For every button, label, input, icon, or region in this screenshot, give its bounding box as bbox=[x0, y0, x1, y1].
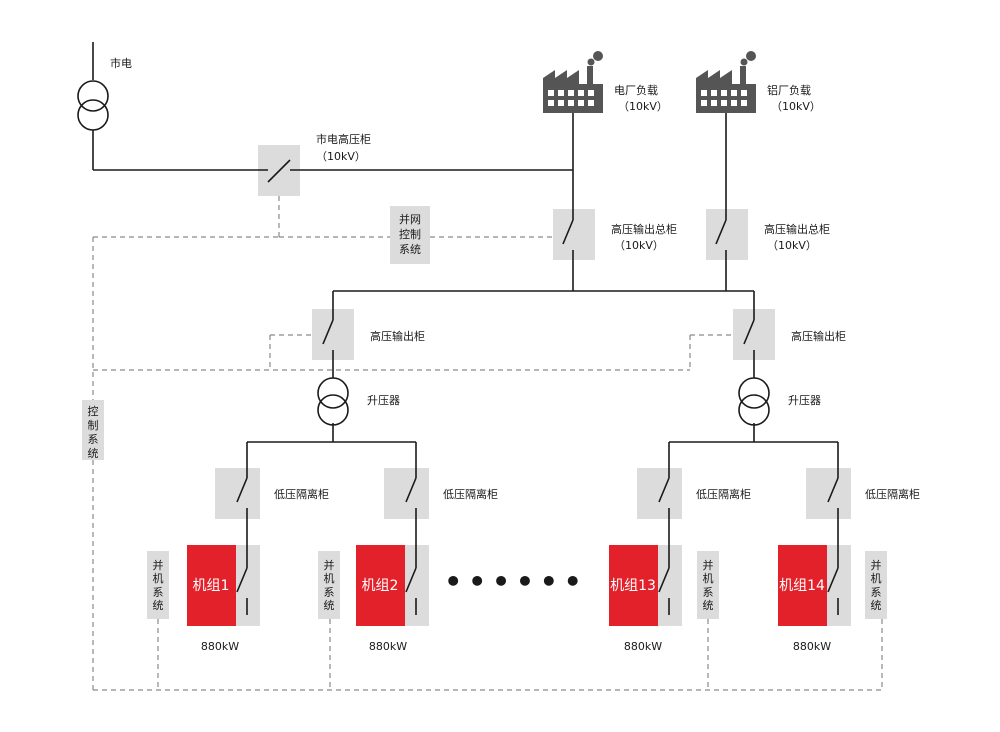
lv-isolation-14-label: 低压隔离柜 bbox=[865, 487, 920, 501]
hv-main-output-right-kv: （10kV） bbox=[767, 239, 817, 252]
sync-char: 统 bbox=[871, 599, 882, 612]
sync-system-box bbox=[318, 551, 340, 619]
control-system-char-4: 统 bbox=[88, 447, 99, 460]
sync-char: 统 bbox=[153, 599, 164, 612]
grid-hv-cabinet-kv: （10kV） bbox=[316, 150, 366, 163]
switch-icon bbox=[827, 567, 839, 593]
sync-char: 并 bbox=[703, 558, 714, 572]
grid-sync-control-box: 并网 控制 系统 bbox=[390, 206, 430, 264]
transformer-icon bbox=[738, 377, 770, 426]
sync-char: 并 bbox=[153, 558, 164, 572]
generator-unit-2: 并 机 系 统 机组2 880kW bbox=[318, 545, 407, 653]
control-dashed-lines bbox=[92, 196, 883, 691]
labels: 市电 市电高压柜 （10kV） 电厂负载 （10kV） 铝厂负载 （10kV） … bbox=[110, 56, 920, 501]
switch-icon bbox=[236, 567, 248, 593]
hv-main-output-right-label: 高压输出总柜 bbox=[764, 222, 830, 236]
unit-name: 机组13 bbox=[610, 578, 656, 594]
sync-char: 系 bbox=[324, 586, 335, 599]
switch-icon bbox=[658, 567, 670, 593]
lv-isolation-2-label: 低压隔离柜 bbox=[443, 487, 498, 501]
switch-icon bbox=[658, 477, 670, 503]
aluminum-plant-kv: （10kV） bbox=[771, 100, 821, 113]
switch-icon bbox=[405, 477, 417, 503]
ellipsis-dots: •••••• bbox=[444, 565, 587, 598]
power-plant-load-label: 电厂负载 bbox=[614, 83, 658, 97]
control-system-char-3: 系 bbox=[88, 433, 99, 446]
sync-char: 机 bbox=[153, 571, 164, 585]
generator-unit-14: 机组14 并 机 系 统 880kW bbox=[778, 545, 887, 653]
factory-icon bbox=[696, 51, 756, 113]
hv-output-right-label: 高压输出柜 bbox=[791, 329, 846, 343]
cabinets bbox=[215, 145, 851, 626]
step-up-right-label: 升压器 bbox=[788, 394, 821, 407]
unit-name: 机组14 bbox=[779, 578, 825, 594]
control-system-char-2: 制 bbox=[88, 419, 99, 432]
switch-icon bbox=[322, 319, 334, 345]
switch-icon bbox=[267, 159, 291, 183]
grid-sync-text-2: 控制 bbox=[399, 227, 421, 241]
switch-icon bbox=[236, 477, 248, 503]
transformer-icon bbox=[317, 377, 349, 426]
sync-char: 系 bbox=[871, 586, 882, 599]
switch-icon bbox=[715, 219, 727, 245]
lv-isolation-cabinet-2 bbox=[384, 468, 429, 519]
switch-icon bbox=[827, 477, 839, 503]
generator-block bbox=[778, 545, 827, 626]
switch-icon bbox=[562, 219, 574, 245]
sync-char: 机 bbox=[871, 571, 882, 585]
unit-name: 机组2 bbox=[362, 578, 399, 594]
hv-main-output-left-kv: （10kV） bbox=[614, 239, 664, 252]
sync-char: 并 bbox=[871, 558, 882, 572]
unit-power: 880kW bbox=[624, 640, 662, 653]
sync-char: 系 bbox=[703, 586, 714, 599]
step-up-left-label: 升压器 bbox=[367, 394, 400, 407]
sync-char: 机 bbox=[703, 571, 714, 585]
grid-label: 市电 bbox=[110, 56, 132, 70]
sync-system-box bbox=[147, 551, 169, 619]
switch-icon bbox=[405, 567, 417, 593]
transformer-icon bbox=[77, 80, 109, 131]
lv-isolation-cabinet-1 bbox=[215, 468, 260, 519]
generator-block bbox=[356, 545, 405, 626]
hv-main-output-left-label: 高压输出总柜 bbox=[611, 222, 677, 236]
aluminum-plant-load-label: 铝厂负载 bbox=[767, 83, 811, 97]
lv-isolation-cabinet-13 bbox=[637, 468, 682, 519]
power-plant-kv: （10kV） bbox=[618, 100, 668, 113]
unit-name: 机组1 bbox=[193, 578, 230, 594]
switches bbox=[236, 159, 839, 593]
hv-main-output-cabinet-left bbox=[553, 209, 595, 260]
bus-lines bbox=[92, 42, 839, 615]
unit-power: 880kW bbox=[201, 640, 239, 653]
grid-sync-text-1: 并网 bbox=[399, 212, 421, 226]
switch-icon bbox=[743, 319, 755, 345]
factory-icon bbox=[543, 51, 603, 113]
control-system-char-1: 控 bbox=[88, 404, 99, 418]
hv-main-output-cabinet-right bbox=[706, 209, 748, 260]
sync-char: 统 bbox=[703, 599, 714, 612]
sync-char: 系 bbox=[153, 586, 164, 599]
sync-system-box bbox=[865, 551, 887, 619]
sync-system-box bbox=[697, 551, 719, 619]
sync-char: 统 bbox=[324, 599, 335, 612]
hv-output-left-label: 高压输出柜 bbox=[370, 329, 425, 343]
sync-char: 机 bbox=[324, 571, 335, 585]
lv-isolation-13-label: 低压隔离柜 bbox=[696, 487, 751, 501]
generator-block bbox=[609, 545, 658, 626]
lv-isolation-cabinet-14 bbox=[806, 468, 851, 519]
lv-isolation-1-label: 低压隔离柜 bbox=[274, 487, 329, 501]
unit-power: 880kW bbox=[793, 640, 831, 653]
grid-sync-text-3: 系统 bbox=[399, 243, 421, 256]
sync-char: 并 bbox=[324, 558, 335, 572]
generator-unit-1: 并 机 系 统 机组1 880kW bbox=[147, 545, 239, 653]
generator-unit-13: 机组13 并 机 系 统 880kW bbox=[609, 545, 719, 653]
control-system-box: 控 制 系 统 bbox=[82, 400, 104, 460]
generator-block bbox=[187, 545, 236, 626]
unit-power: 880kW bbox=[369, 640, 407, 653]
grid-hv-cabinet-label: 市电高压柜 bbox=[316, 132, 371, 146]
